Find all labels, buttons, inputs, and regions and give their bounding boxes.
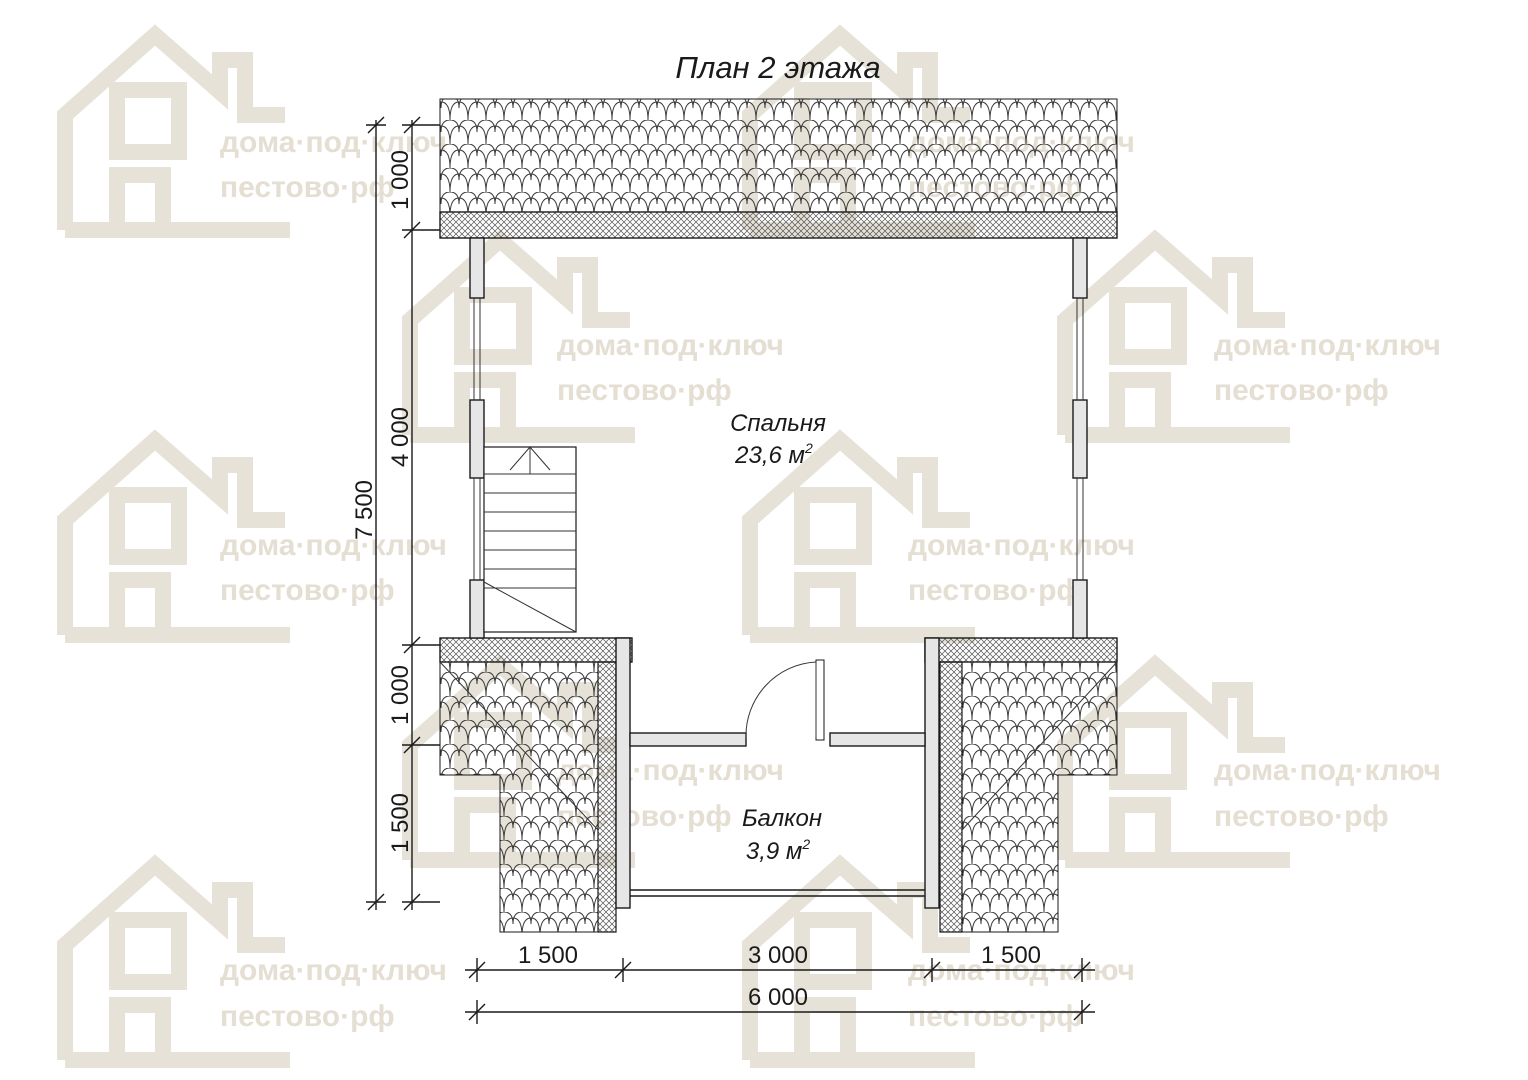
dim-left-seg-3: 1 000 <box>387 665 414 725</box>
dim-left-total: 7 500 <box>351 480 378 540</box>
watermark-text-20: пестово·рф <box>908 1000 1083 1033</box>
stairs <box>483 446 577 633</box>
dim-left-seg-1: 1 000 <box>387 150 414 210</box>
dim-bottom-seg-3: 1 500 <box>981 942 1041 969</box>
room-name: Спальня <box>730 410 826 437</box>
watermark-text-7: дома·под·ключ <box>1214 329 1441 362</box>
roof-bottom-right <box>924 637 1118 933</box>
room-area: 23,6 м2 <box>734 440 813 469</box>
room-label-bedroom: Спальня 23,6 м2 <box>730 410 826 469</box>
watermark-text-10: пестово·рф <box>220 574 395 607</box>
roof-bottom-left <box>439 637 633 933</box>
watermark-text-15: дома·под·ключ <box>1214 754 1441 787</box>
watermark-text-8: пестово·рф <box>1214 374 1389 407</box>
balcony-walls <box>615 637 940 909</box>
room-label-balcony: Балкон 3,9 м2 <box>742 805 822 865</box>
room-name: Балкон <box>742 805 822 832</box>
dim-bottom-seg-2: 3 000 <box>748 942 808 969</box>
watermark-text-6: пестово·рф <box>557 374 732 407</box>
left-dimensions: 7 500 1 000 4 000 1 000 1 500 <box>351 116 440 911</box>
watermark-text-9: дома·под·ключ <box>220 529 447 562</box>
watermark-text-12: пестово·рф <box>908 574 1083 607</box>
watermark-text-11: дома·под·ключ <box>908 529 1135 562</box>
watermark-text-1: дома·под·ключ <box>220 126 447 159</box>
bottom-dimensions: 1 500 3 000 1 500 6 000 <box>465 942 1095 1024</box>
watermark-text-2: пестово·рф <box>220 171 395 204</box>
dim-bottom-seg-1: 1 500 <box>518 942 578 969</box>
watermark-text-18: пестово·рф <box>220 1000 395 1033</box>
watermark-text-17: дома·под·ключ <box>220 954 447 987</box>
plan-title: План 2 этажа <box>675 50 880 85</box>
dim-bottom-total: 6 000 <box>748 984 808 1011</box>
dim-left-seg-4: 1 500 <box>387 793 414 853</box>
room-area: 3,9 м2 <box>746 836 810 865</box>
dim-left-seg-2: 4 000 <box>387 407 414 467</box>
bedroom-walls <box>469 237 1088 639</box>
roof-top <box>439 98 1118 239</box>
watermark-text-16: пестово·рф <box>1214 800 1389 833</box>
watermark-text-5: дома·под·ключ <box>557 329 784 362</box>
